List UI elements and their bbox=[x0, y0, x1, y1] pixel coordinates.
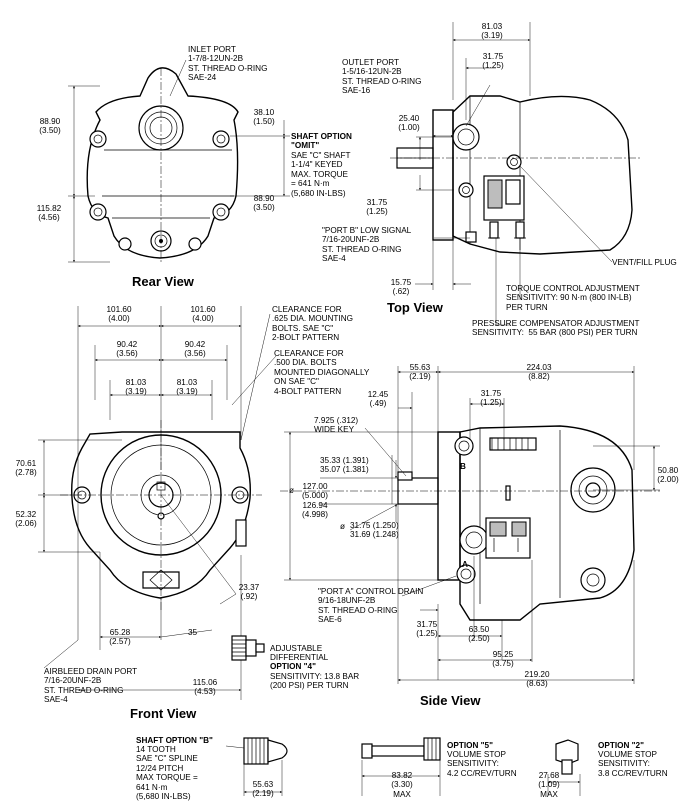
top-25-40-dim: 25.40 (1.00) bbox=[398, 114, 420, 133]
side-63-50-dim: 63.50 (2.50) bbox=[468, 625, 490, 644]
front-115-06-dim: 115.06 (4.53) bbox=[192, 678, 218, 697]
shaft-option-b-text: 14 TOOTH SAE "C" SPLINE 12/24 PITCH MAX … bbox=[136, 745, 198, 802]
side-95-25-dim: 95.25 (3.75) bbox=[492, 650, 514, 669]
airbleed-drain-label: AIRBLEED DRAIN PORT 7/16-20UNF-2B ST. TH… bbox=[44, 667, 138, 705]
front-52-32-dim: 52.32 (2.06) bbox=[15, 510, 37, 529]
front-90-42-left-dim: 90.42 (3.56) bbox=[116, 340, 138, 359]
front-81-03-left-dim: 81.03 (3.19) bbox=[125, 378, 147, 397]
rear-right-lower-dim: 88.90 (3.50) bbox=[253, 194, 275, 213]
front-65-28-dim: 65.28 (2.57) bbox=[109, 628, 131, 647]
side-port-a-marker: A bbox=[462, 560, 468, 569]
top-view-drawing bbox=[390, 22, 640, 326]
port-a-label: "PORT A" CONTROL DRAIN 9/16-18UNF-2B ST.… bbox=[318, 587, 424, 625]
shaft-option-b-drawing bbox=[225, 737, 288, 796]
top-15-75-dim: 15.75 (.62) bbox=[390, 278, 412, 297]
side-55-63-dim: 55.63 (2.19) bbox=[409, 363, 431, 382]
port-b-label: "PORT B" LOW SIGNAL 7/16-20UNF-2B ST. TH… bbox=[322, 226, 412, 264]
pressure-compensator-label: PRESSURE COMPENSATOR ADJUSTMENT SENSITIV… bbox=[472, 319, 640, 338]
top-width-dim: 81.03 (3.19) bbox=[481, 22, 503, 41]
option-4-title: OPTION "4" bbox=[270, 662, 316, 671]
side-127-dim: 127.00 (5.000) 126.94 (4.998) bbox=[302, 482, 328, 520]
front-101-60-right-dim: 101.60 (4.00) bbox=[190, 305, 216, 324]
option-5-title: OPTION "5" bbox=[447, 741, 493, 750]
rear-right-top-dim: 38.10 (1.50) bbox=[253, 108, 275, 127]
side-50-80-dim: 50.80 (2.00) bbox=[657, 466, 679, 485]
adjustable-differential-label: ADJUSTABLE DIFFERENTIAL bbox=[270, 644, 329, 663]
side-219-20-dim: 219.20 (8.63) bbox=[524, 670, 550, 689]
option-2-title: OPTION "2" bbox=[598, 741, 644, 750]
side-224-03-dim: 224.03 (8.82) bbox=[526, 363, 552, 382]
shaft-option-b-dim: 55.63 (2.19) bbox=[252, 780, 274, 799]
option-5-text: VOLUME STOP SENSITIVITY: 4.2 CC/REV/TURN bbox=[447, 750, 517, 778]
side-35-33-dim: 35.33 (1.391) 35.07 (1.381) bbox=[320, 456, 369, 475]
wide-key-label: 7.925 (.312) WIDE KEY bbox=[314, 416, 359, 435]
top-view-title: Top View bbox=[387, 300, 443, 315]
option-2-dim: 27.68 (1.09) MAX bbox=[538, 771, 560, 799]
vent-fill-plug-label: VENT/FILL PLUG bbox=[612, 258, 677, 267]
side-12-45-dim: 12.45 (.49) bbox=[367, 390, 389, 409]
diameter-symbol-31-75: ø bbox=[340, 522, 346, 531]
rear-height-upper-dim: 88.90 (3.50) bbox=[39, 117, 61, 136]
inlet-port-label: INLET PORT 1-7/8-12UN-2B ST. THREAD O-RI… bbox=[188, 45, 268, 83]
rear-view-drawing bbox=[68, 59, 290, 263]
shaft-option-b-title: SHAFT OPTION "B" bbox=[136, 736, 213, 745]
top-31-75-left-dim: 31.75 (1.25) bbox=[366, 198, 388, 217]
clearance-500-label: CLEARANCE FOR .500 DIA. BOLTS MOUNTED DI… bbox=[274, 349, 370, 396]
option-2-drawing bbox=[547, 739, 581, 796]
option-2-text: VOLUME STOP SENSITIVITY: 3.8 CC/REV/TURN bbox=[598, 750, 668, 778]
clearance-625-label: CLEARANCE FOR .625 DIA. MOUNTING BOLTS. … bbox=[272, 305, 353, 343]
rear-height-total-dim: 115.82 (4.56) bbox=[36, 204, 62, 223]
front-90-42-right-dim: 90.42 (3.56) bbox=[184, 340, 206, 359]
outlet-port-label: OUTLET PORT 1-5/16-12UN-2B ST. THREAD O-… bbox=[342, 58, 422, 96]
front-view-drawing bbox=[38, 306, 277, 700]
option-5-dim: 83.82 (3.30) MAX bbox=[391, 771, 413, 799]
shaft-option-omit-text: SAE "C" SHAFT 1-1/4" KEYED MAX. TORQUE =… bbox=[291, 151, 351, 198]
torque-control-label: TORQUE CONTROL ADJUSTMENT SENSITIVITY: 9… bbox=[506, 284, 640, 312]
front-101-60-left-dim: 101.60 (4.00) bbox=[106, 305, 132, 324]
diameter-symbol-127: ø bbox=[289, 486, 295, 495]
side-31-75-dia-dim: 31.75 (1.250) 31.69 (1.248) bbox=[350, 521, 399, 540]
side-view-drawing bbox=[280, 366, 660, 684]
option-4-sensitivity: SENSITIVITY: 13.8 BAR (200 PSI) PER TURN bbox=[270, 672, 360, 691]
front-angle-35: 35 bbox=[188, 628, 198, 637]
front-70-61-dim: 70.61 (2.78) bbox=[15, 459, 37, 478]
front-23-37-dim: 23.37 (.92) bbox=[238, 583, 260, 602]
side-view-title: Side View bbox=[420, 693, 481, 708]
option-5-drawing bbox=[361, 737, 441, 796]
front-view-title: Front View bbox=[130, 706, 197, 721]
side-31-75-low-dim: 31.75 (1.25) bbox=[416, 620, 438, 639]
front-81-03-right-dim: 81.03 (3.19) bbox=[176, 378, 198, 397]
top-31-75-dim: 31.75 (1.25) bbox=[482, 52, 504, 71]
rear-view-title: Rear View bbox=[132, 274, 194, 289]
shaft-option-omit-title: SHAFT OPTION "OMIT" bbox=[291, 132, 352, 151]
side-31-75-top-dim: 31.75 (1.25) bbox=[480, 389, 502, 408]
side-port-b-marker: B bbox=[460, 462, 466, 471]
